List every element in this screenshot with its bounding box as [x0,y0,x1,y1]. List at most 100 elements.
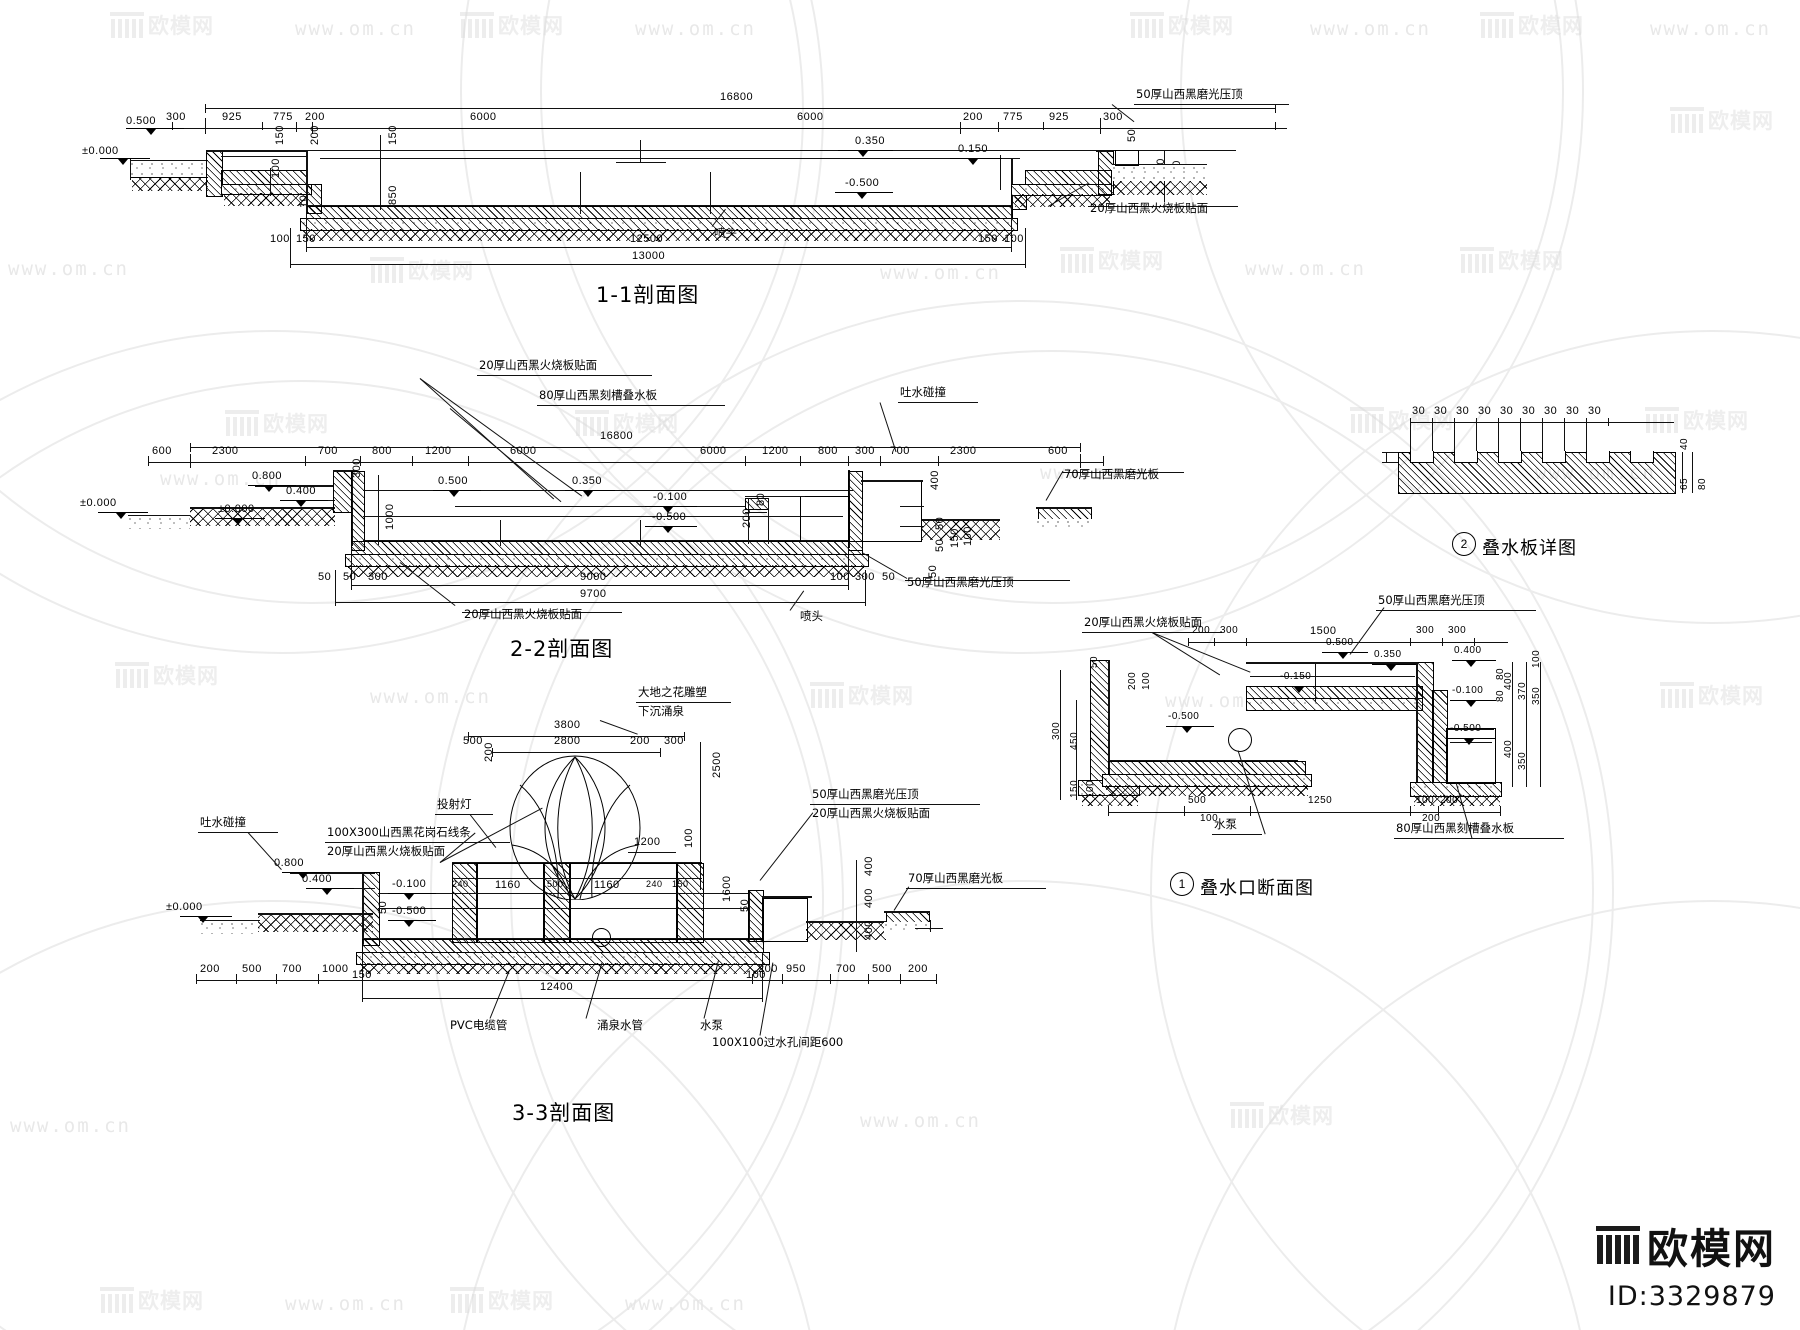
dim-33-1200lvl: 1200 [634,836,661,848]
dim-33-2500: 2500 [711,751,723,778]
level-0350: 0.350 [855,135,886,147]
dim-33-b200l: 200 [200,963,220,975]
level-22-0350t: 0.350 [572,475,603,487]
detail-2-title: 叠水板详图 [1482,538,1577,559]
dim-33-b500r: 500 [872,963,892,975]
det1-level-0350t: 0.350 [1374,649,1402,660]
watermark-url: www.om.cn [625,1293,746,1315]
dim-22-16800: 16800 [600,430,634,442]
det1-note-pump: 水泵 [1214,817,1237,831]
dim-33-200b: 200 [630,735,650,747]
dim-33-400c: 400 [863,920,875,940]
dim-22-2300l: 2300 [212,445,239,457]
dim-6000-r: 6000 [797,111,824,123]
dim-33-1160b: 1160 [594,879,620,891]
note-22-diespan80: 80厚山西黑刻槽叠水板 [539,388,658,402]
det1-level-0500t: 0.500 [1326,637,1354,648]
asset-id: ID:3329879 [1607,1281,1776,1312]
note-33-polish70: 70厚山西黑磨光板 [908,871,1004,885]
dim-33-b1000: 1000 [322,963,349,975]
dim-150-bl: 150 [296,233,316,245]
dim-33-50: 50 [377,900,389,914]
note-coping-50: 50厚山西黑磨光压顶 [1136,87,1243,101]
level-33-000t: ±0.000 [166,901,203,913]
dim-22-1200l: 1200 [425,445,452,457]
watermark-brand: 欧模网 [1498,249,1564,273]
det2-dim-30-1: 30 [1412,405,1426,417]
dim-22-2300r: 2300 [950,445,977,457]
dim-33-12400: 12400 [540,981,574,993]
note-22-facing20: 20厚山西黑火烧板贴面 [479,358,598,372]
dim-33-240a: 240 [452,879,469,889]
det1-dim-200: 200 [1192,625,1211,636]
note-22-nozzle: 喷头 [800,609,823,623]
level-33-0800t: 0.800 [274,857,305,869]
det2-dim-30-2: 30 [1434,405,1448,417]
watermark-brand: 欧模网 [138,1289,204,1313]
dim-22-700l: 700 [318,445,338,457]
note-33-spill: 吐水碰撞 [200,815,246,829]
det1-dim-150l: 150 [1069,779,1080,798]
detail-1-title: 叠水口断面图 [1200,878,1314,899]
det2-dim-30-3: 30 [1456,405,1470,417]
det2-dim-80: 80 [1697,477,1708,490]
note-33-spotlight: 投射灯 [437,797,472,811]
note-22-spill: 吐水碰撞 [900,385,946,399]
dim-150-br: 150 [978,233,998,245]
watermark-url: www.om.cn [1650,18,1771,40]
dim-33-b700r: 700 [836,963,856,975]
note-33-spring: 下沉涌泉 [638,704,684,718]
dim-22-200bl: 50 [343,571,357,583]
dim-100-bl: 100 [270,233,290,245]
dim-22-800r: 800 [818,445,838,457]
note-33-coping50: 50厚山西黑磨光压顶 [812,787,919,801]
dim-22-300br: 300 [855,571,875,583]
level-m0100: -0.100 [653,491,688,503]
det1-dim-50t: 50 [1089,655,1100,668]
det2-dim-65: 65 [1679,477,1690,490]
level-000: ±0.000 [82,145,119,157]
dim-200-r: 200 [963,111,983,123]
level-0150: 0.150 [958,143,989,155]
watermark-brand: 欧模网 [1708,109,1774,133]
note-33-pvc: PVC电缆管 [450,1018,508,1032]
note-33-facing20: 20厚山西黑火烧板贴面 [327,844,446,858]
det1-dim-300a: 300 [1220,625,1239,636]
note-33-pump: 水泵 [700,1018,723,1032]
level-22-000c: ±0.000 [218,503,255,515]
det1-dim-200b: 200 [1440,795,1459,806]
pump-symbol-icon [592,928,611,947]
det1-level-0400t: 0.400 [1454,645,1482,656]
dim-22-1000: 1000 [384,503,396,530]
level-22-m0500t: -0.500 [652,511,687,523]
brand-name: 欧模网 [1647,1225,1776,1273]
det1-dim-1250: 1250 [1308,795,1333,806]
dim-22-9700: 9700 [580,588,607,600]
det2-dim-30-4: 30 [1478,405,1492,417]
dim-33-1600: 1600 [721,875,733,902]
detail-1-drawing: 20厚山西黑火烧板贴面 50厚山西黑磨光压顶 200 300 1500 300 … [1051,590,1700,990]
dim-925-l: 925 [222,111,242,123]
det1-level-m0100t: -0.100 [1452,685,1484,696]
dim-13000: 13000 [632,250,666,262]
dim-50-r: 50 [1126,128,1138,142]
det1-dim-1500: 1500 [1310,625,1337,637]
dim-33-50b: 50 [739,898,751,912]
dim-12500: 12500 [630,233,664,245]
det1-dim-200v: 200 [1127,671,1138,690]
dim-925-r: 925 [1049,111,1069,123]
watermark-brand: 欧模网 [1698,684,1764,708]
det2-dim-30-9: 30 [1588,405,1602,417]
note-33-spring-pipe: 涌泉水管 [597,1018,643,1032]
dim-22-600r: 600 [1048,445,1068,457]
note-33-waterhole: 100X100过水孔间距600 [712,1035,844,1049]
dim-22-50br: 100 [830,571,850,583]
det2-dim-40: 40 [1679,437,1690,450]
section-1-1-drawing: 16800 300 925 775 200 6000 6000 200 775 … [0,0,1420,320]
dim-33-100b: 100 [746,969,766,981]
note-22-coping50: 50厚山西黑磨光压顶 [907,575,1014,589]
watermark-logo-icon [1480,12,1514,38]
dim-33-b950: 950 [786,963,806,975]
drain-circle-icon [1228,728,1252,752]
detail-2-number: 2 [1452,532,1476,556]
